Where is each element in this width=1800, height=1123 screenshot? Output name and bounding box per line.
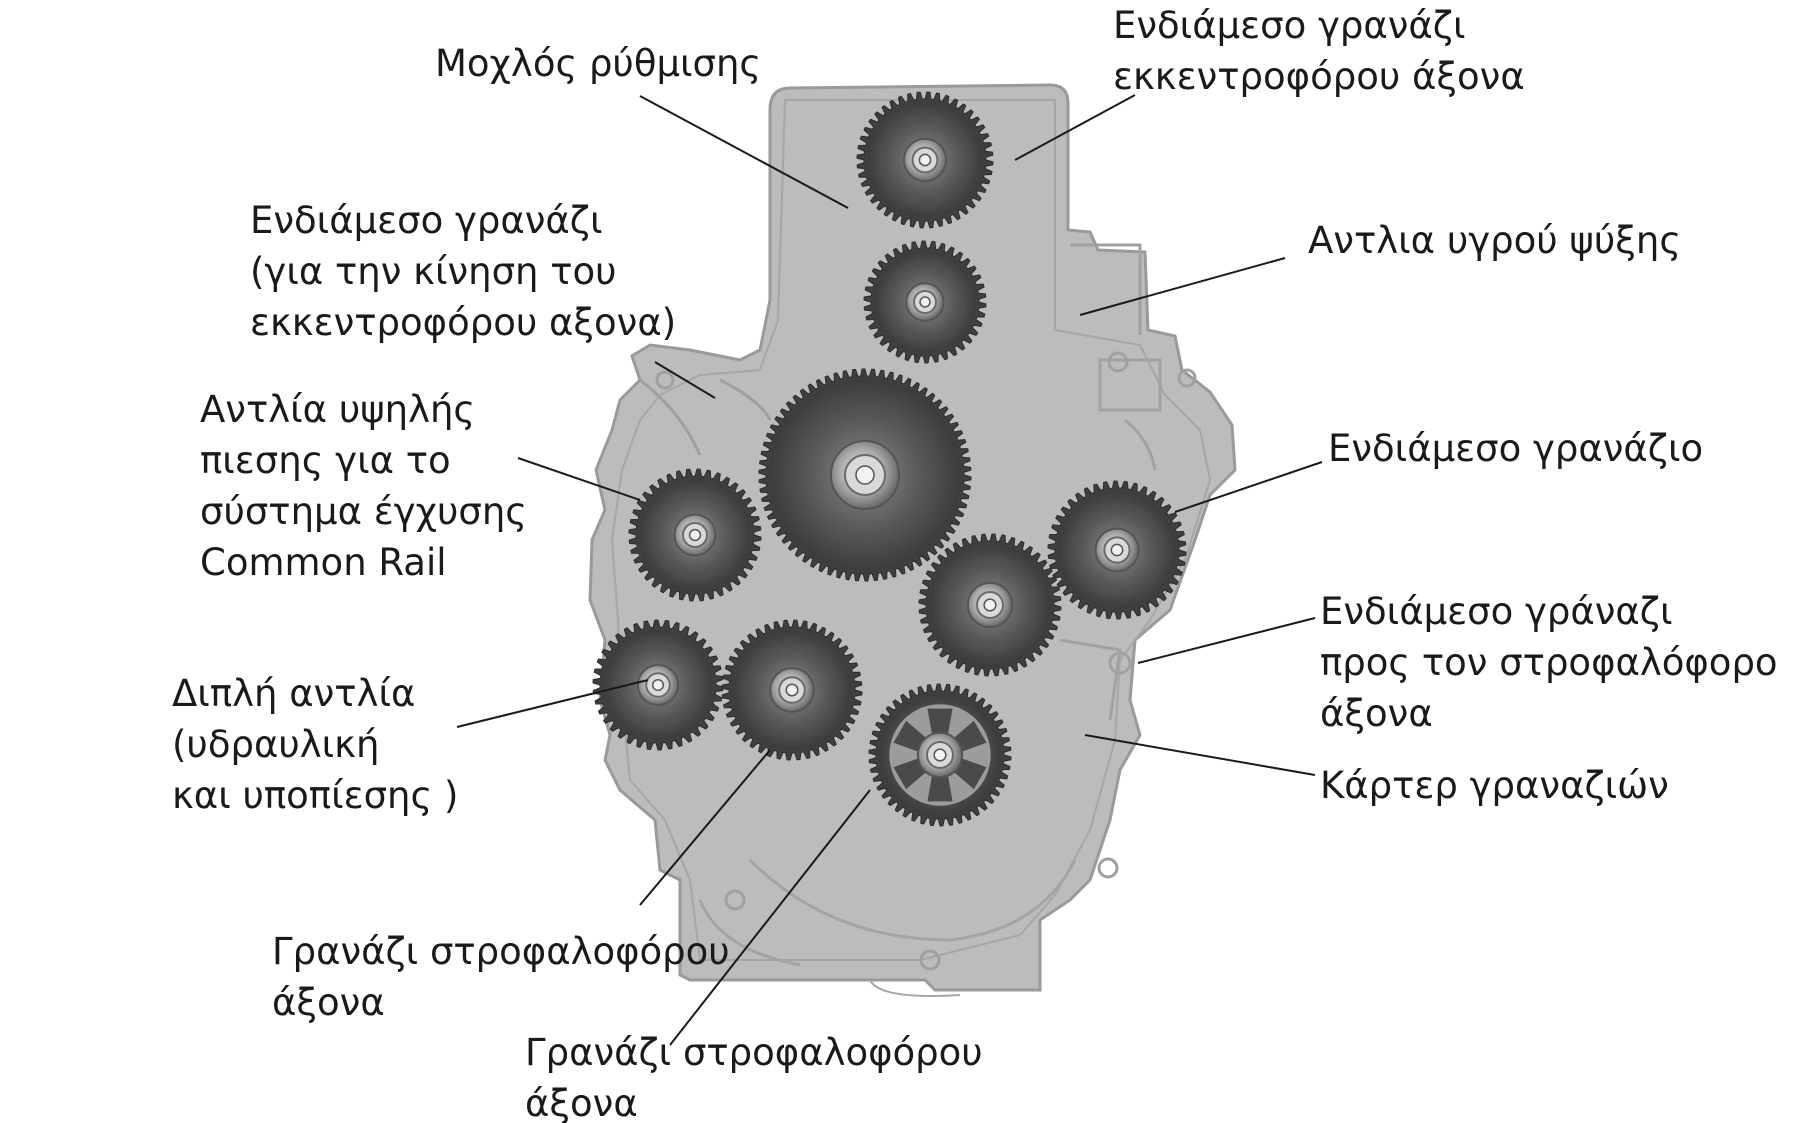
label-crank-gear-2: Γρανάζι στροφαλοφόρου άξονα (525, 1031, 983, 1123)
label-gear-case: Κάρτερ γραναζιών (1320, 764, 1669, 807)
leader-line-cam-drive-idler (654, 361, 716, 399)
label-idler-gear: Ενδιάμεσο γρανάζιο (1328, 427, 1704, 470)
tandem-pump-gear (592, 619, 724, 751)
label-crank-idler: Ενδιάμεσο γράναζι προς τον στροφαλόφορο … (1320, 590, 1778, 735)
label-high-pressure-pump: Αντλία υψηλής πιεσης για το σύστημα έγχυ… (200, 388, 528, 584)
label-coolant-pump: Αντλια υγρού ψύξης (1308, 219, 1682, 262)
leader-line-cam-idler (1014, 94, 1136, 161)
label-cam-drive-idler: Ενδιάμεσο γρανάζι (για την κίνηση του εκ… (250, 199, 677, 344)
gears-layer (592, 91, 1187, 827)
label-cam-idler: Ενδιάμεσο γρανάζι εκκεντροφόρου άξονα (1113, 4, 1525, 98)
leader-line-crank-idler (1137, 617, 1316, 664)
leader-line-tandem-pump (456, 679, 649, 728)
leader-line-crank-gear-2 (669, 789, 871, 1046)
crank-gear-left (721, 619, 863, 761)
leader-line-crank-gear-1 (639, 749, 771, 906)
label-adjust-lever: Μοχλός ρύθμισης (435, 42, 762, 85)
label-tandem-pump: Διπλή αντλία (υδραυλική και υποπίεσης ) (172, 672, 459, 817)
center-idler-gear (918, 533, 1062, 677)
main-drive-gear (758, 368, 972, 582)
idler-gear (1047, 480, 1187, 620)
leader-lines (456, 94, 1323, 1046)
leader-line-adjust-lever (639, 95, 849, 209)
leader-line-high-pressure-pump (517, 457, 641, 501)
leader-line-coolant-pump (1079, 257, 1286, 316)
cam-drive-idler-gear (863, 240, 987, 364)
cam-idler-gear (856, 91, 994, 229)
high-pressure-pump-gear (628, 468, 762, 602)
leader-line-idler-gear (1174, 461, 1323, 513)
leader-line-gear-case (1084, 734, 1316, 776)
crank-gear-spoked (868, 683, 1012, 827)
label-crank-gear-1: Γρανάζι στροφαλοφόρου άξονα (272, 930, 730, 1024)
